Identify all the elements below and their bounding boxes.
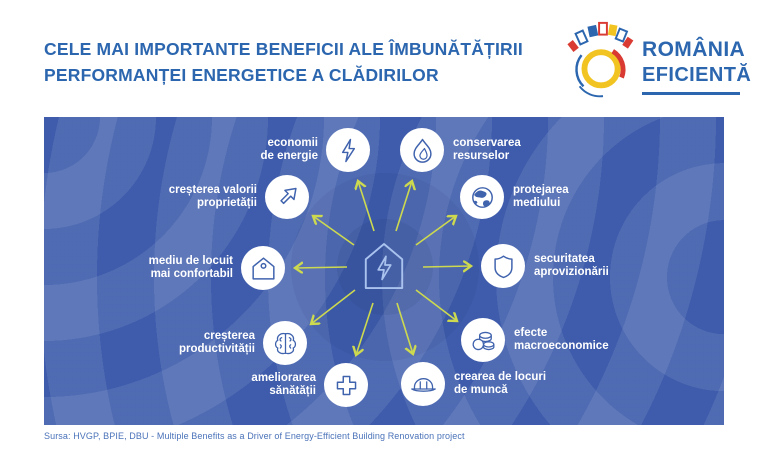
page-title-line1: CELE MAI IMPORTANTE BENEFICII ALE ÎMBUNĂ… xyxy=(44,39,523,59)
logo-name-line1: ROMÂNIA xyxy=(642,38,746,61)
benefit-label-cresterea-productivitatii: creșterea productivității xyxy=(178,330,255,355)
benefit-label-securitatea-aprovizionarii: securitatea aprovizionării xyxy=(534,253,609,278)
logo-name-line2: EFICIENTĂ xyxy=(642,64,752,86)
romania-eficienta-logo: ROMÂNIA EFICIENTĂ xyxy=(562,14,751,106)
logo-underline xyxy=(642,92,740,95)
infographic-panel: economii de energie conservarea resursel… xyxy=(44,117,724,425)
benefit-label-ameliorarea-sanatatii: ameliorarea sănătății xyxy=(251,372,316,397)
logo-text: ROMÂNIA EFICIENTĂ xyxy=(642,38,751,95)
page-title-line2: PERFORMANȚEI ENERGETICE A CLĂDIRILOR xyxy=(44,65,439,85)
benefit-label-protejarea-mediului: protejarea mediului xyxy=(513,184,569,209)
benefit-label-cresterea-valorii: creșterea valorii proprietății xyxy=(168,184,257,209)
house-icon xyxy=(241,246,285,290)
globe-icon xyxy=(460,175,504,219)
source-attribution: Sursa: HVGP, BPIE, DBU - Multiple Benefi… xyxy=(44,431,465,441)
logo-emblem-icon xyxy=(567,21,634,98)
benefit-label-mediu-confortabil: mediu de locuit mai confortabil xyxy=(148,255,233,280)
energy-house-icon xyxy=(364,243,404,289)
radiating-arrows xyxy=(44,117,724,425)
benefit-label-locuri-de-munca: crearea de locuri de muncă xyxy=(454,371,547,396)
benefit-label-economii-de-energie: economii de energie xyxy=(260,137,318,162)
brain-icon xyxy=(263,321,307,365)
lightning-icon xyxy=(326,128,370,172)
cross-icon xyxy=(324,363,368,407)
arrow-up-right-icon xyxy=(265,175,309,219)
benefit-label-efecte-macroeconomice: efecte macroeconomice xyxy=(514,327,609,352)
shield-icon xyxy=(481,244,525,288)
coins-icon xyxy=(461,318,505,362)
hard-hat-icon xyxy=(401,362,445,406)
benefit-label-conservarea-resurselor: conservarea resurselor xyxy=(453,137,521,162)
page-title: CELE MAI IMPORTANTE BENEFICII ALE ÎMBUNĂ… xyxy=(44,36,584,88)
flame-icon xyxy=(400,128,444,172)
